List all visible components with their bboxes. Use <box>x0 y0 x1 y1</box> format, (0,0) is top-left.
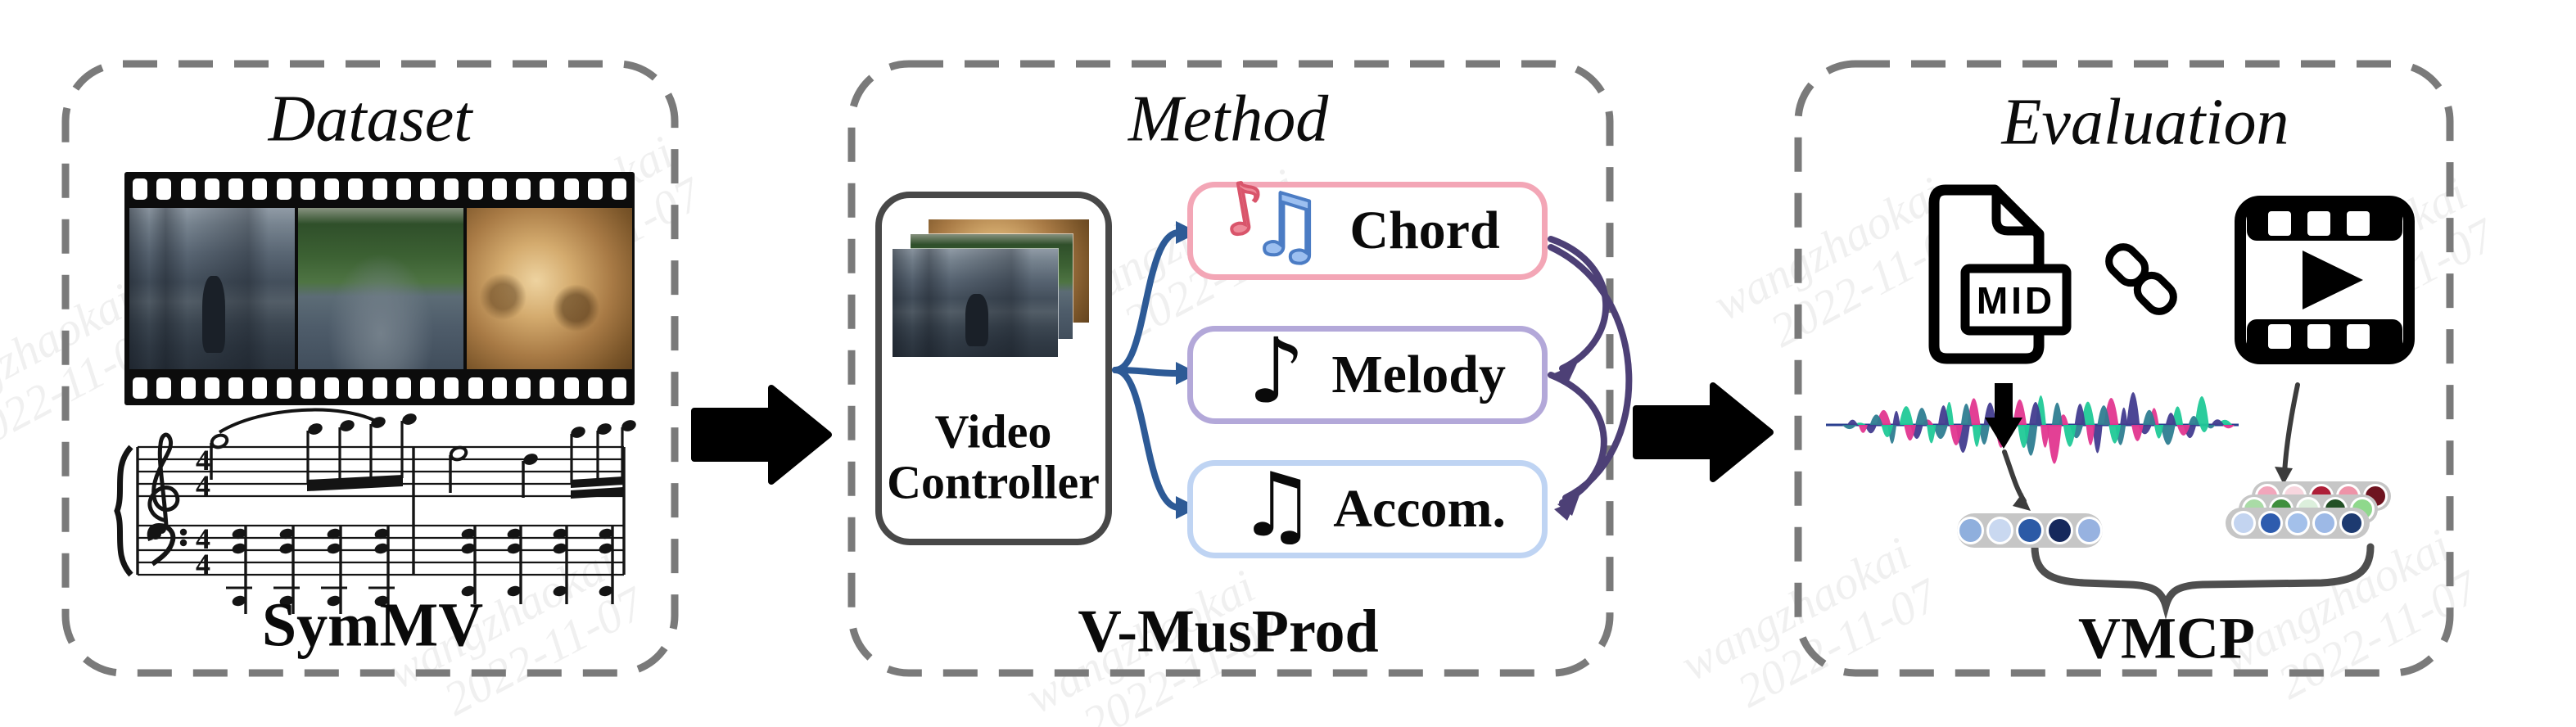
svg-text:4: 4 <box>196 548 210 580</box>
play-icon <box>2303 251 2363 309</box>
melody-label: Melody <box>1331 345 1506 404</box>
svg-text:4: 4 <box>196 444 210 476</box>
dataset-panel-border <box>61 60 679 677</box>
video-controller-label-line1: Video <box>934 404 1052 458</box>
accom-label: Accom. <box>1333 479 1506 539</box>
svg-text:4: 4 <box>196 522 210 555</box>
video-embedding-pill-front <box>2226 508 2370 539</box>
midi-file-icon: MID <box>1928 184 2072 364</box>
film-strip-icon <box>124 172 635 405</box>
accom-box: ♫ Accom. <box>1187 460 1548 558</box>
link-icon <box>2105 243 2177 315</box>
down-arrow-icon <box>1985 383 2022 449</box>
dependency-arrowheads <box>1554 364 1580 521</box>
video-icon <box>2235 196 2415 364</box>
flow-arrow-icon <box>691 385 832 485</box>
branch-arrows-icon <box>1112 229 1182 511</box>
midi-label: MID <box>1977 279 2055 322</box>
model-name-label: V-MusProd <box>1078 598 1379 666</box>
curly-brace-icon <box>2031 543 2375 620</box>
video-frame-crowd <box>467 208 632 369</box>
chord-notes-icon: ♪ ♫ <box>1214 164 1326 275</box>
beamed-notes-icon: ♫ <box>1237 454 1317 557</box>
evaluation-panel-title: Evaluation <box>2001 86 2289 159</box>
video-frame-city <box>129 208 295 369</box>
video-frame-road <box>298 208 463 369</box>
method-panel-title: Method <box>1128 83 1329 156</box>
brace-icon <box>114 445 133 577</box>
chord-label: Chord <box>1349 201 1500 260</box>
melody-box: ♪ Melody <box>1187 326 1548 424</box>
eighth-note-icon: ♪ <box>1247 318 1305 423</box>
dataset-name-label: SymMV <box>261 590 484 660</box>
dependency-arrows-icon <box>1548 236 1633 506</box>
audio-embedding-pill <box>1957 513 2104 548</box>
stacked-frame-1 <box>893 249 1058 357</box>
mapping-arrows <box>2002 382 2300 503</box>
video-controller-label-line2: Controller <box>887 455 1100 509</box>
evaluation-panel-border <box>1794 60 2454 677</box>
method-panel-border <box>847 60 1614 677</box>
flow-arrow-icon <box>1633 382 1774 482</box>
svg-text:4: 4 <box>196 469 210 502</box>
grand-staff-icon: 4 4 4 4 <box>114 408 636 614</box>
chord-box: ♪ ♫ Chord <box>1187 164 1548 280</box>
waveform-icon <box>1826 387 2239 464</box>
dataset-panel-title: Dataset <box>268 83 472 156</box>
metric-name-label: VMCP <box>2078 605 2255 671</box>
